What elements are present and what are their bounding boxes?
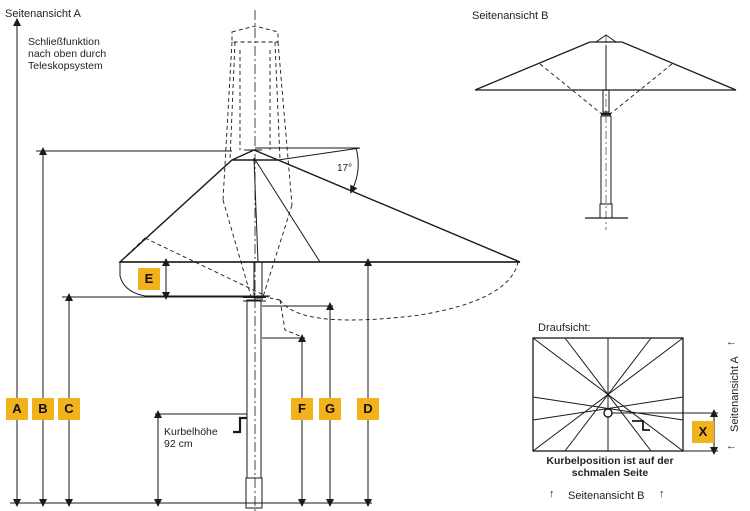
badge-c: C bbox=[58, 398, 80, 420]
badge-x: X bbox=[692, 421, 714, 443]
side-view-b-title: Seitenansicht B bbox=[472, 10, 549, 22]
top-view-arrow-a-bottom: ← bbox=[726, 440, 737, 452]
top-view-arrow-b-left: ↑ bbox=[549, 488, 555, 500]
badge-g: G bbox=[319, 398, 341, 420]
crank-handle bbox=[233, 416, 247, 434]
badge-d: D bbox=[357, 398, 379, 420]
rib-right bbox=[253, 157, 321, 263]
badge-a: A bbox=[6, 398, 28, 420]
telescope-note: Schließfunktion nach oben durch Teleskop… bbox=[28, 36, 107, 72]
side-b-canopy bbox=[474, 41, 737, 91]
angle-label: 17° bbox=[337, 163, 353, 174]
closed-position-dashed bbox=[119, 25, 519, 337]
canopy-outline bbox=[118, 159, 521, 263]
top-view-arrow-b-right: ↑ bbox=[659, 488, 665, 500]
badge-f: F bbox=[291, 398, 313, 420]
badge-e: E bbox=[138, 268, 160, 290]
canopy-left-flap bbox=[119, 262, 243, 297]
top-view-title: Draufsicht: bbox=[538, 322, 591, 334]
top-view-side-b-label: Seitenansicht B bbox=[568, 490, 645, 502]
crank-height-note: Kurbelhöhe 92 cm bbox=[164, 426, 218, 450]
mast-lower bbox=[246, 299, 262, 479]
top-view-mast bbox=[603, 408, 613, 418]
badge-b: B bbox=[32, 398, 54, 420]
angle-arc bbox=[350, 147, 359, 194]
mast-base bbox=[245, 477, 263, 509]
crank-position-note: Kurbelposition ist auf der schmalen Seit… bbox=[546, 455, 674, 479]
top-view-arrow-a-top: ← bbox=[726, 336, 737, 348]
top-view-crank bbox=[632, 420, 650, 431]
side-view-a-title: Seitenansicht A bbox=[5, 8, 81, 20]
top-view-side-a-label: Seitenansicht A bbox=[729, 356, 741, 432]
